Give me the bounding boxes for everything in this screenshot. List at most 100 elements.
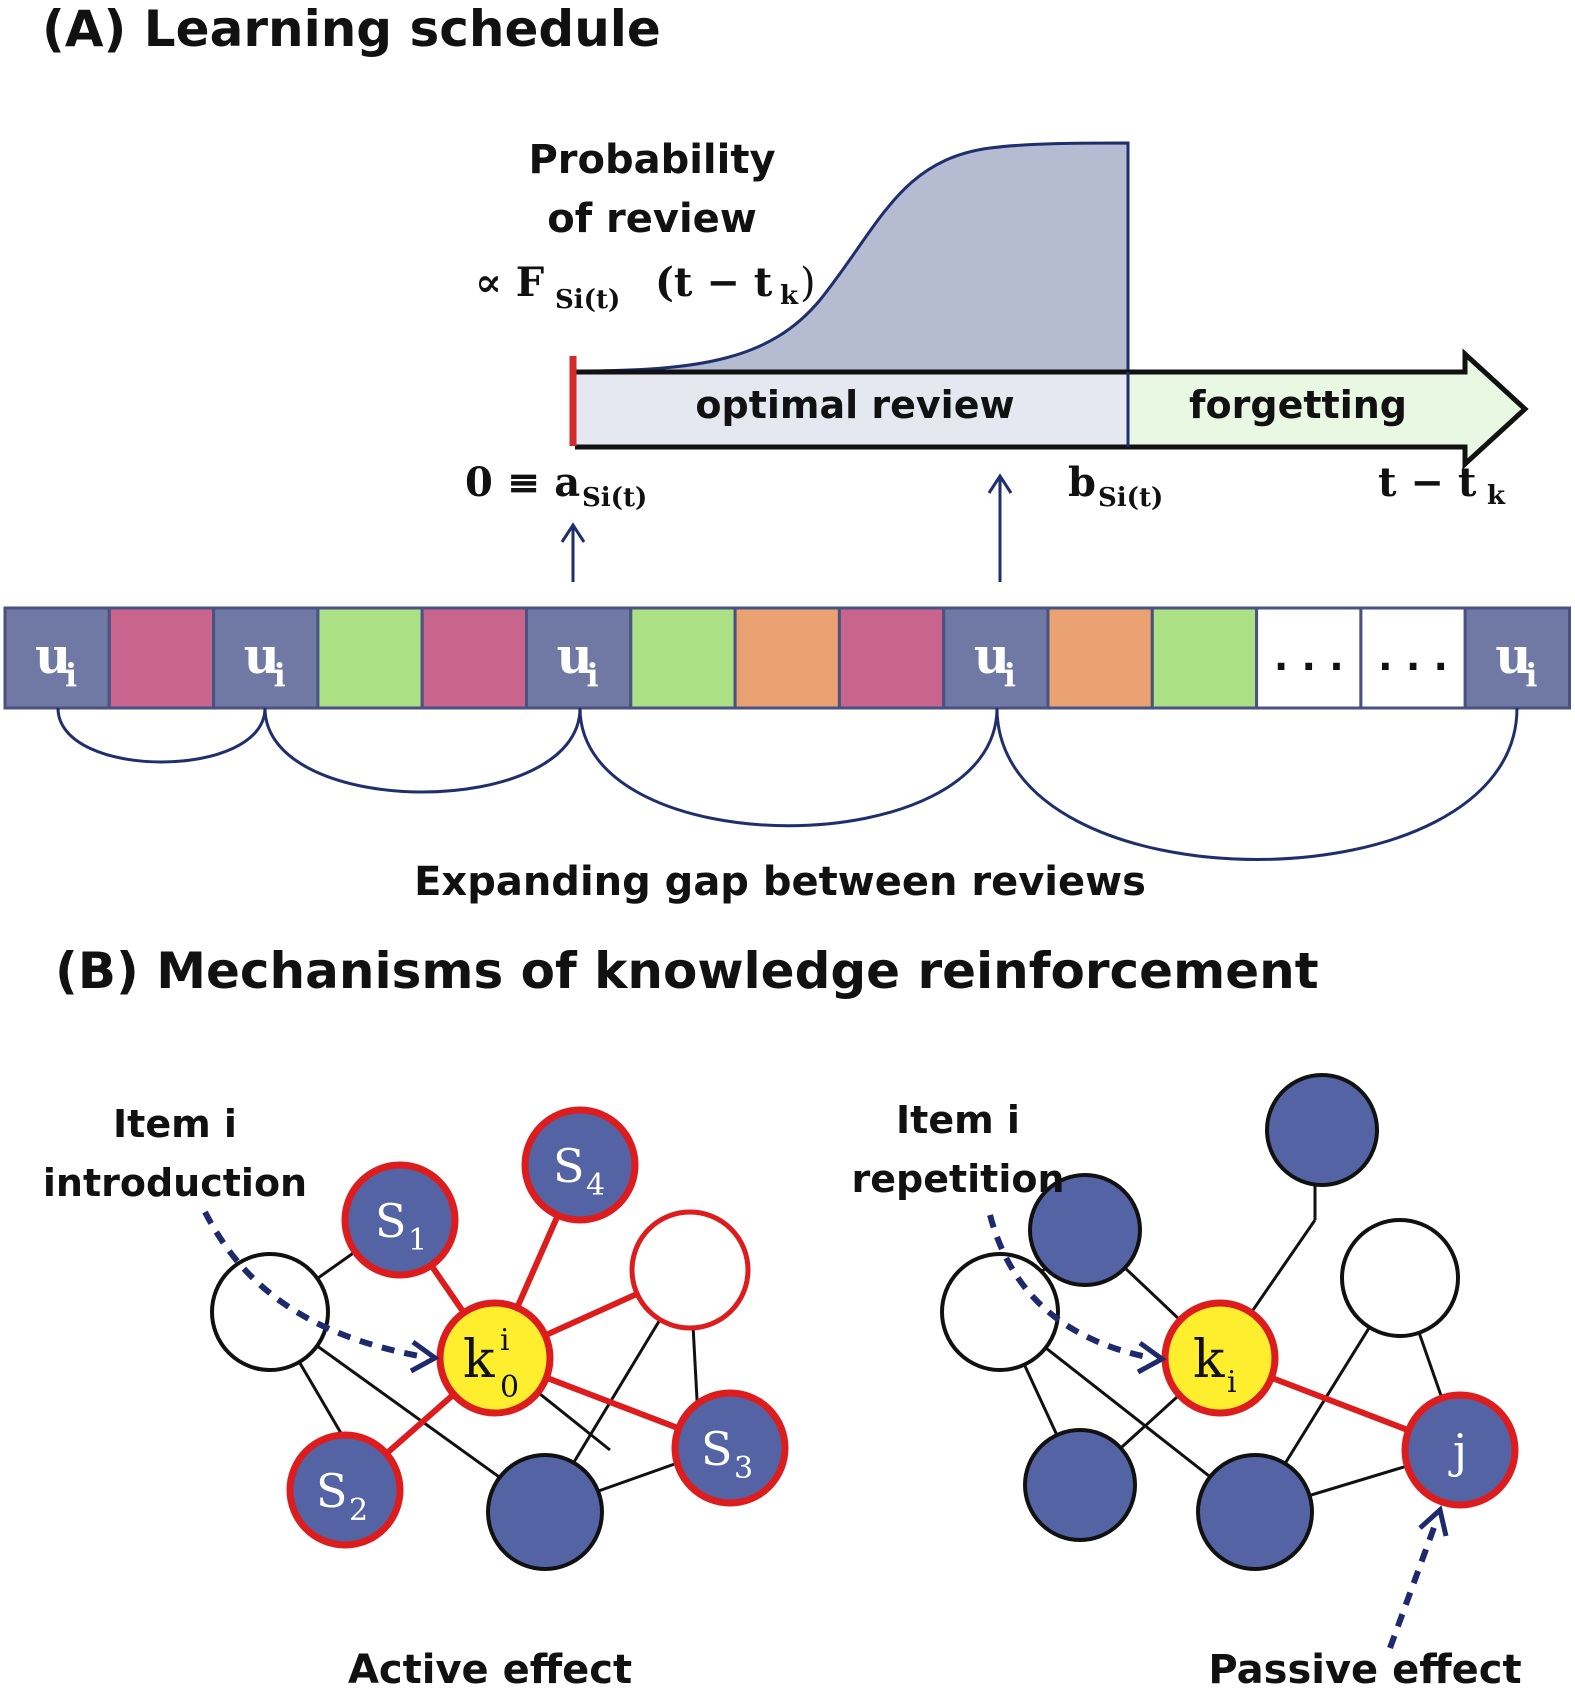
ui-sub: i bbox=[1525, 656, 1537, 694]
s3-main: S bbox=[701, 1422, 733, 1476]
sequence-box-green bbox=[1150, 606, 1259, 710]
repetition-arrow bbox=[987, 1214, 1153, 1361]
node-s3 bbox=[671, 1389, 789, 1507]
curve-label-line1: Probability bbox=[528, 137, 775, 183]
ellipsis: . . . bbox=[1378, 635, 1448, 679]
curve-formula: ∝ F Si(t) (t − t k ) bbox=[475, 259, 816, 315]
forgetting-band-arrow bbox=[1128, 354, 1525, 464]
node-white-left-r bbox=[940, 1252, 1060, 1372]
node-s1 bbox=[341, 1161, 459, 1279]
node-ki bbox=[1161, 1299, 1279, 1417]
s1-sub: 1 bbox=[408, 1223, 427, 1258]
formula-main: ∝ F bbox=[475, 259, 544, 306]
ui-label: u bbox=[1495, 626, 1531, 685]
forgetting-label: forgetting bbox=[1189, 383, 1407, 427]
s4-sub: 4 bbox=[586, 1168, 605, 1203]
passive-arrowhead bbox=[1418, 1505, 1449, 1537]
review-probability-curve bbox=[575, 143, 1128, 371]
sequence-box-dots bbox=[1255, 606, 1363, 710]
item-introduction-line1: Item i bbox=[113, 1102, 237, 1146]
gap-arc-4 bbox=[995, 707, 1519, 861]
sequence-box-dots bbox=[1359, 606, 1467, 710]
formula-arg-sub: k bbox=[780, 281, 799, 311]
ki-main: k bbox=[1193, 1330, 1225, 1390]
node-j bbox=[1401, 1391, 1519, 1509]
formula-close: ) bbox=[800, 260, 816, 306]
ui-sub: i bbox=[65, 656, 77, 694]
a-label-sub: Si(t) bbox=[582, 483, 647, 513]
panel-a-title: (A) Learning schedule bbox=[42, 0, 661, 58]
s2-main: S bbox=[316, 1464, 348, 1518]
passive-effect-network: k i j bbox=[940, 1073, 1519, 1571]
optimal-review-band bbox=[575, 372, 1128, 447]
node-blue-top-r bbox=[1265, 1073, 1379, 1187]
s4-main: S bbox=[553, 1139, 585, 1193]
sequence-box-orange bbox=[733, 606, 841, 710]
s3-sub: 3 bbox=[734, 1451, 753, 1486]
formula-sub: Si(t) bbox=[555, 285, 620, 315]
sequence-box-ui bbox=[942, 606, 1050, 710]
curve-label-line2: of review bbox=[547, 196, 757, 242]
item-repetition-line1: Item i bbox=[896, 1098, 1020, 1142]
node-blue-bottom-left-r bbox=[1023, 1428, 1137, 1542]
expanding-gap-label: Expanding gap between reviews bbox=[414, 859, 1146, 905]
panel-b-title: (B) Mechanisms of knowledge reinforcemen… bbox=[55, 942, 1319, 1000]
ellipsis: . . . bbox=[1274, 635, 1344, 679]
active-effect-network: S 1 S 4 S 3 S 2 k i 0 bbox=[210, 1106, 789, 1571]
ui-label: u bbox=[974, 626, 1010, 685]
node-k0i bbox=[436, 1299, 554, 1417]
node-blue-bottom-r bbox=[1196, 1453, 1314, 1571]
t-label-sub: k bbox=[1487, 481, 1506, 511]
active-effect-caption: Active effect bbox=[348, 1647, 632, 1688]
node-blue-top-left-r bbox=[1028, 1173, 1142, 1287]
sequence-box-green bbox=[629, 606, 737, 710]
k0i-main: k bbox=[463, 1330, 495, 1390]
gap-arcs bbox=[56, 707, 1519, 861]
b-label-sub: Si(t) bbox=[1098, 483, 1163, 513]
a-label: 0 ≡ a Si(t) bbox=[465, 459, 647, 513]
passive-effect-caption: Passive effect bbox=[1208, 1647, 1521, 1688]
review-probability-curve-line bbox=[574, 141, 1130, 373]
ui-label: u bbox=[35, 626, 71, 685]
sequence-box-pink bbox=[107, 606, 216, 710]
sequence-box-pink bbox=[837, 606, 946, 710]
sequence-box-pink bbox=[420, 606, 529, 710]
ki-sub: i bbox=[1227, 1365, 1237, 1400]
up-arrow-right bbox=[987, 473, 1013, 582]
introduction-arrowhead bbox=[409, 1339, 440, 1374]
node-s4 bbox=[521, 1106, 639, 1224]
ui-sub: i bbox=[587, 656, 599, 694]
b-label-main: b bbox=[1068, 459, 1096, 506]
node-white-right-r bbox=[1340, 1218, 1460, 1338]
s2-sub: 2 bbox=[349, 1493, 368, 1528]
introduction-arrow bbox=[202, 1210, 426, 1360]
j-label: j bbox=[1448, 1424, 1467, 1478]
node-blue-bottom bbox=[486, 1453, 604, 1571]
s1-main: S bbox=[375, 1194, 407, 1248]
sequence-box-ui bbox=[3, 606, 111, 710]
k0i-sub: 0 bbox=[500, 1370, 519, 1405]
node-white-right bbox=[629, 1209, 751, 1331]
passive-arrow bbox=[1387, 1520, 1439, 1650]
gap-arc-3 bbox=[578, 707, 999, 828]
node-white-left bbox=[210, 1252, 330, 1372]
ui-label: u bbox=[244, 626, 280, 685]
formula-arg: (t − t bbox=[655, 259, 773, 306]
gap-arc-2 bbox=[263, 707, 582, 794]
svg-text:∝ F: ∝ F bbox=[475, 259, 544, 306]
optimal-review-label: optimal review bbox=[695, 383, 1014, 427]
a-label-prefix: 0 ≡ a bbox=[465, 459, 580, 506]
ui-sub: i bbox=[274, 656, 286, 694]
sequence-box-orange bbox=[1046, 606, 1154, 710]
item-repetition-line2: repetition bbox=[851, 1157, 1064, 1201]
k0i-sup: i bbox=[500, 1323, 510, 1358]
node-s2 bbox=[286, 1431, 404, 1549]
ui-label: u bbox=[557, 626, 593, 685]
timeline-arrow-outline bbox=[575, 348, 1529, 470]
gap-arc-1 bbox=[56, 707, 267, 764]
item-introduction-line2: introduction bbox=[43, 1161, 307, 1205]
up-arrow-left bbox=[560, 522, 586, 582]
t-label-main: t − t bbox=[1378, 459, 1477, 506]
